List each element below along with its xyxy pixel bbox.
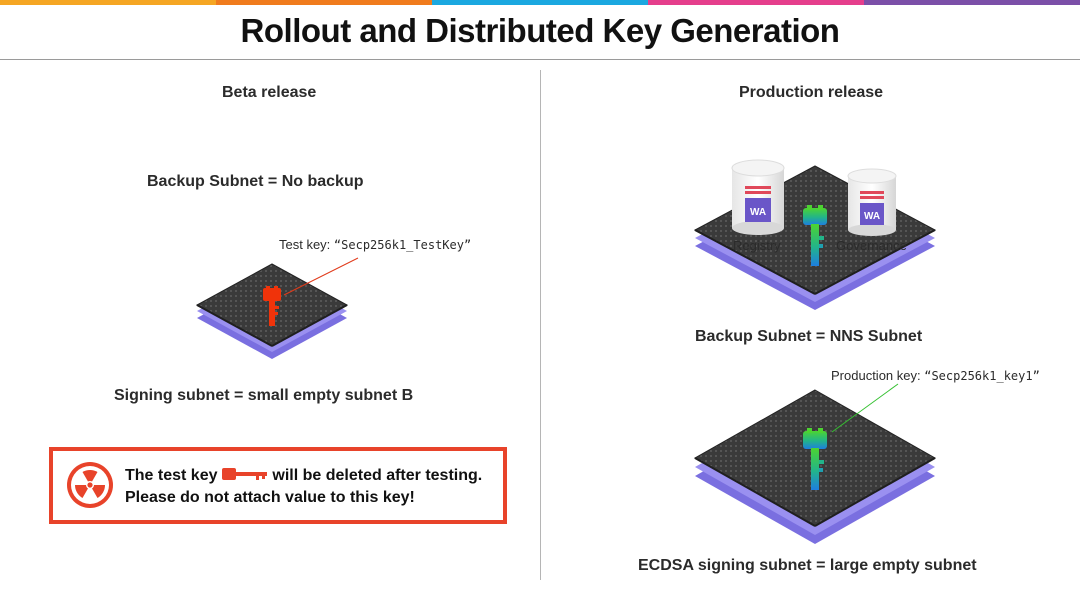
- test-key-caption: Test key: “Secp256k1_TestKey”: [279, 237, 471, 252]
- production-key-pointer: [831, 383, 899, 433]
- test-key-pointer: [283, 257, 359, 296]
- accent-bar: [0, 0, 1080, 5]
- warning-box: The test key will be deleted after testi…: [49, 447, 507, 524]
- nns-key-icon: [803, 205, 827, 266]
- governance-label: Governance: [836, 238, 907, 253]
- registry-wa-badge: WA: [750, 207, 766, 218]
- test-key-caption-label: Test key:: [279, 237, 334, 252]
- production-key-name: “Secp256k1_key1”: [924, 369, 1040, 383]
- accent-bar-segment: [432, 0, 648, 5]
- registry-label: Registry: [733, 238, 781, 253]
- production-key-icon: [803, 428, 827, 490]
- governance-canister-icon: WA: [847, 168, 897, 236]
- accent-bar-segment: [216, 0, 432, 5]
- production-backup-label: Backup Subnet = NNS Subnet: [695, 328, 923, 345]
- test-key-inline-icon: [221, 468, 267, 480]
- test-key-icon: [263, 286, 281, 326]
- warning-line2: Please do not attach value to this key!: [125, 489, 415, 506]
- warning-line1-start: The test key: [125, 467, 218, 484]
- beta-signing-label: Signing subnet = small empty subnet B: [114, 387, 414, 404]
- production-signing-label: ECDSA signing subnet = large empty subne…: [638, 557, 977, 574]
- radiation-icon: [67, 462, 113, 508]
- governance-wa-badge: WA: [864, 211, 880, 222]
- accent-bar-segment: [0, 0, 216, 5]
- test-key-name: “Secp256k1_TestKey”: [333, 238, 472, 252]
- accent-bar-segment: [864, 0, 1080, 5]
- warning-line1-end: will be deleted after testing.: [272, 467, 483, 484]
- production-key-caption-label: Production key:: [831, 368, 925, 383]
- title-divider: [0, 59, 1080, 60]
- production-heading: Production release: [739, 84, 884, 101]
- registry-canister-icon: WA: [731, 159, 785, 235]
- slide-title: Rollout and Distributed Key Generation: [240, 12, 840, 49]
- accent-bar-segment: [648, 0, 864, 5]
- beta-backup-label: Backup Subnet = No backup: [147, 173, 364, 190]
- beta-heading: Beta release: [222, 84, 317, 101]
- warning-text: The test key will be deleted after testi…: [125, 465, 482, 509]
- production-key-caption: Production key: “Secp256k1_key1”: [831, 368, 1040, 383]
- column-divider: [540, 70, 541, 580]
